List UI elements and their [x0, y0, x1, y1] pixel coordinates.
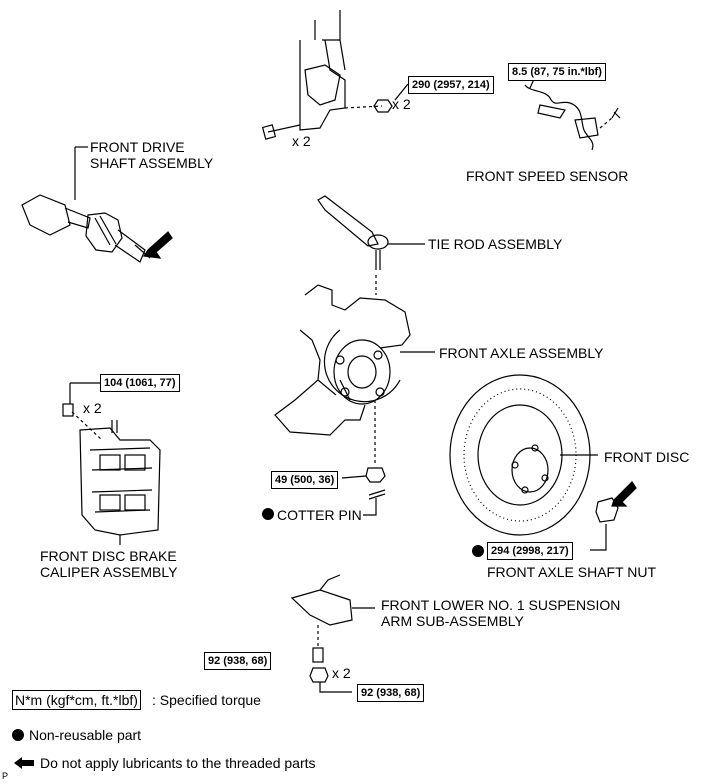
corner-mark: P	[2, 771, 9, 781]
lower-arm-nut-torque: 92 (938, 68)	[357, 684, 425, 702]
strut-nut-quantity: x 2	[392, 96, 411, 112]
brake-caliper-label: FRONT DISC BRAKE CALIPER ASSEMBLY	[40, 548, 178, 580]
strut-nut-torque: 290 (2957, 214)	[408, 76, 494, 94]
legend-torque-text: : Specified torque	[152, 692, 261, 708]
tie-rod-nut-torque: 49 (500, 36)	[271, 471, 339, 489]
front-axle-drawing	[274, 284, 435, 465]
legend-non-reusable-dot	[12, 729, 24, 741]
front-axle-label: FRONT AXLE ASSEMBLY	[439, 345, 604, 361]
legend-no-lubricant-text: Do not apply lubricants to the threaded …	[40, 755, 316, 771]
legend-torque-box: N*m (kgf*cm, ft.*lbf)	[12, 690, 141, 710]
cotter-pin-label: COTTER PIN	[277, 507, 362, 523]
non-reusable-mark	[262, 508, 274, 520]
tie-rod-drawing	[317, 195, 425, 295]
non-reusable-mark	[472, 545, 484, 557]
lower-arm-label: FRONT LOWER NO. 1 SUSPENSION ARM SUB-ASS…	[381, 597, 621, 629]
lower-arm-quantity: x 2	[332, 665, 351, 681]
front-disc-label: FRONT DISC	[604, 449, 690, 465]
legend-non-reusable-text: Non-reusable part	[29, 727, 142, 743]
front-drive-shaft-label: FRONT DRIVE SHAFT ASSEMBLY	[90, 139, 214, 171]
lower-arm-bolt-torque: 92 (938, 68)	[204, 652, 272, 670]
lower-arm-drawing	[290, 574, 375, 693]
front-axle-shaft-nut-label: FRONT AXLE SHAFT NUT	[487, 564, 657, 580]
brake-caliper-drawing	[71, 411, 161, 545]
strut-bolt-quantity: x 2	[292, 133, 311, 149]
tie-rod-label: TIE ROD ASSEMBLY	[428, 236, 563, 252]
drive-shaft-drawing	[21, 146, 151, 263]
caliper-bolt-quantity: x 2	[83, 400, 102, 416]
front-disc-drawing	[449, 374, 598, 536]
speed-sensor-drawing	[524, 84, 621, 151]
axle-nut-torque: 294 (2998, 217)	[487, 542, 573, 560]
strut-bracket-drawing	[299, 10, 346, 131]
caliper-bolt-torque: 104 (1061, 77)	[100, 374, 180, 392]
front-speed-sensor-label: FRONT SPEED SENSOR	[466, 168, 629, 184]
speed-sensor-torque: 8.5 (87, 75 in.*lbf)	[508, 63, 606, 81]
